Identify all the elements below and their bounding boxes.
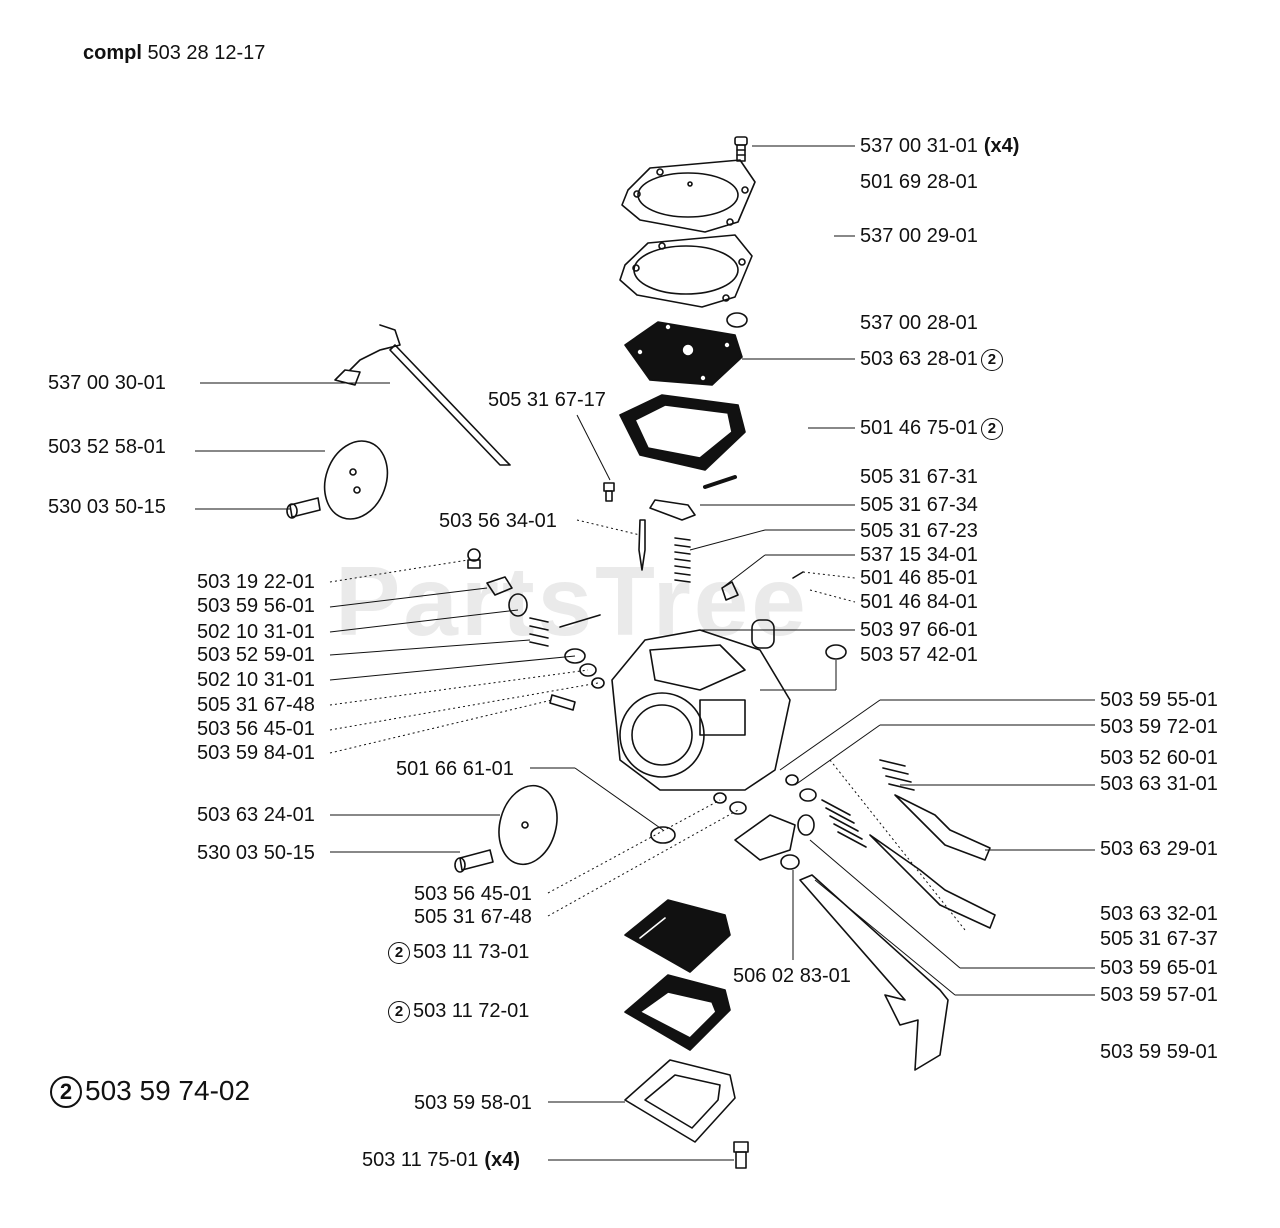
part-label-m2[interactable]: 503 59 56-01 [197,595,315,617]
throttle-disc-part [323,440,389,520]
carburetor-body-part [611,629,791,791]
part-label-c2[interactable]: 503 56 34-01 [439,510,557,532]
part-label-m1[interactable]: 503 19 22-01 [197,571,315,593]
compl-number: 503 28 12-17 [147,42,266,64]
part-label-r12[interactable]: 501 46 84-01 [860,591,978,613]
kit-marker: 2 [388,1001,410,1023]
top-screw-part [734,136,748,162]
part-label-r13[interactable]: 503 97 66-01 [860,619,978,641]
part-label-c3[interactable]: 501 66 61-01 [396,758,514,780]
kit-marker: 2 [388,942,410,964]
choke-shaft-part [799,874,949,1071]
o-ring-part [726,312,748,328]
part-label-c4[interactable]: 503 63 24-01 [197,804,315,826]
metering-diaphragm-part [624,899,731,973]
part-label-f9[interactable]: 503 59 57-01 [1100,984,1218,1006]
part-label-f1[interactable]: 503 59 55-01 [1100,689,1218,711]
kit-number: 503 59 74-02 [85,1075,251,1106]
part-label-m5[interactable]: 502 10 31-01 [197,669,315,691]
part-label-c5[interactable]: 530 03 50-15 [197,842,315,864]
part-label-r2[interactable]: 501 69 28-01 [860,171,978,193]
part-label-c7[interactable]: 505 31 67-48 [414,906,532,928]
assembly-title: compl 503 28 12-17 [83,42,265,65]
part-label-m7[interactable]: 503 56 45-01 [197,718,315,740]
part-label-m8[interactable]: 503 59 84-01 [197,742,315,764]
part-label-l2[interactable]: 503 52 58-01 [48,436,166,458]
part-label-f10[interactable]: 503 59 59-01 [1100,1041,1218,1063]
part-label-m4[interactable]: 503 52 59-01 [197,644,315,666]
part-label-f6[interactable]: 503 63 32-01 [1100,903,1218,925]
kit-marker: 2 [50,1076,82,1108]
part-label-f7[interactable]: 505 31 67-37 [1100,928,1218,950]
kit-marker: 2 [980,349,1003,371]
part-label-r3[interactable]: 537 00 29-01 [860,225,978,247]
pump-cover-disc-part [498,784,558,866]
part-label-c12[interactable]: 503 11 75-01(x4) [362,1149,520,1171]
part-label-r9[interactable]: 505 31 67-23 [860,520,978,542]
gasket-part [619,234,753,308]
part-label-c10[interactable]: 506 02 83-01 [733,965,851,987]
part-label-r1[interactable]: 537 00 31-01(x4) [860,135,1020,157]
part-label-m3[interactable]: 502 10 31-01 [197,621,315,643]
part-label-l3[interactable]: 530 03 50-15 [48,496,166,518]
part-label-c11[interactable]: 503 59 58-01 [414,1092,532,1114]
compl-prefix: compl [83,42,142,64]
metering-cover-part [624,1059,736,1143]
part-label-c1[interactable]: 505 31 67-17 [488,389,606,411]
part-label-c6[interactable]: 503 56 45-01 [414,883,532,905]
part-label-f5[interactable]: 503 63 29-01 [1100,838,1218,860]
part-label-r10[interactable]: 537 15 34-01 [860,544,978,566]
part-label-f2[interactable]: 503 59 72-01 [1100,716,1218,738]
part-label-r7[interactable]: 505 31 67-31 [860,466,978,488]
kit-marker: 2 [980,418,1003,440]
watermark: PartsTree [335,546,809,656]
part-label-f4[interactable]: 503 63 31-01 [1100,773,1218,795]
part-label-f8[interactable]: 503 59 65-01 [1100,957,1218,979]
part-label-r8[interactable]: 505 31 67-34 [860,494,978,516]
part-label-r14[interactable]: 503 57 42-01 [860,644,978,666]
part-label-f3[interactable]: 503 52 60-01 [1100,747,1218,769]
part-label-m6[interactable]: 505 31 67-48 [197,694,315,716]
part-label-l1[interactable]: 537 00 30-01 [48,372,166,394]
cover-plate-part [621,159,756,233]
part-label-r4[interactable]: 537 00 28-01 [860,312,978,334]
part-label-r11[interactable]: 501 46 85-01 [860,567,978,589]
